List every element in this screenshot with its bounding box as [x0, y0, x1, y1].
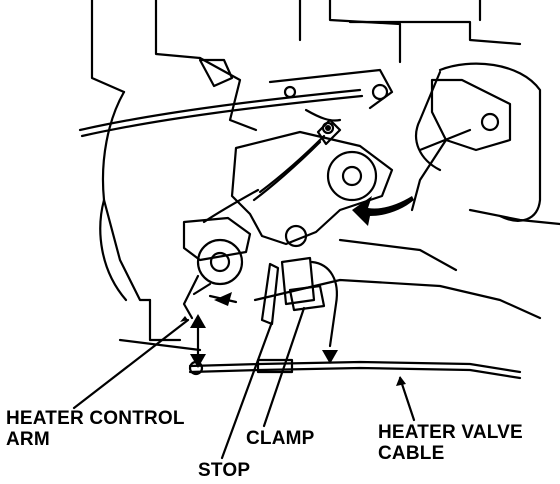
right-bracket [410, 78, 512, 212]
leader-tip-arm [180, 316, 188, 322]
clamp-bolt [325, 125, 331, 131]
label-stop: STOP [198, 460, 251, 481]
rotation-arrow [352, 196, 414, 226]
label-heater-control-arm-line1: HEATER CONTROL [6, 408, 185, 429]
label-heater-valve-cable-line2: CABLE [378, 443, 445, 464]
leader-tip-cable [396, 376, 406, 386]
label-heater-valve-cable-line1: HEATER VALVE [378, 422, 523, 443]
label-heater-control-arm-line2: ARM [6, 429, 50, 450]
adjust-arrow-head-bottom [190, 354, 206, 368]
upper-linkage [78, 58, 394, 138]
label-heater-valve-cable: HEATER VALVE CABLE [378, 422, 523, 464]
heater-valve-cable [188, 358, 522, 380]
heater-arm-assembly [182, 216, 252, 320]
cable-arrow [322, 350, 338, 364]
central-lever [202, 118, 394, 248]
engine-block-outline [90, 0, 560, 352]
label-clamp: CLAMP [246, 428, 315, 449]
leader-lines [72, 306, 416, 460]
label-heater-control-arm: HEATER CONTROL ARM [6, 408, 185, 450]
stop-arrow [214, 292, 232, 306]
stop-and-clamp [260, 256, 338, 348]
adjust-arrow-head-top [190, 314, 206, 328]
